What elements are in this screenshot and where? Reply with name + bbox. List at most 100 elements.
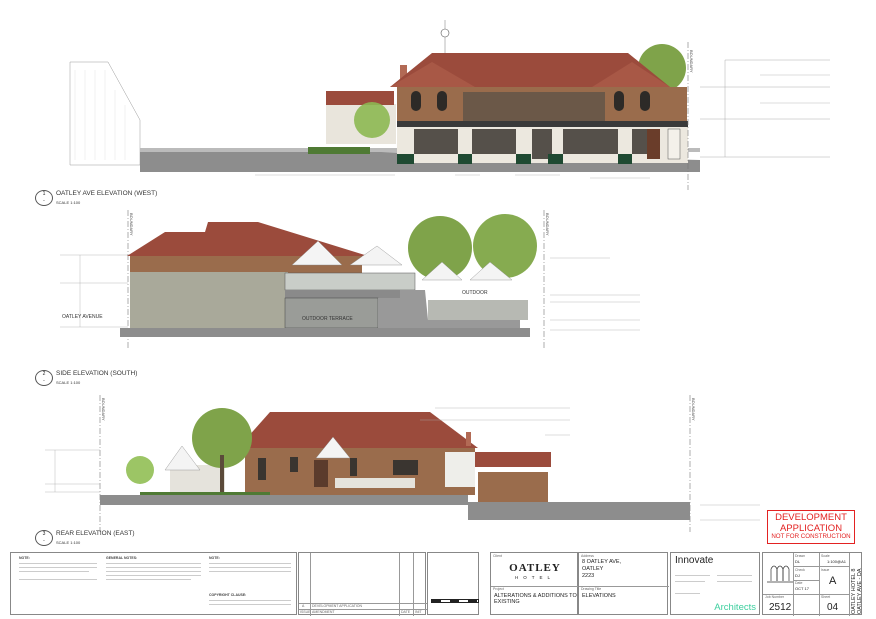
oatley-hotel-logo: OATLEY	[509, 562, 561, 574]
sheet-side-title: OATLEY HOTEL 8 OATLEY AVE - DA	[851, 568, 863, 614]
sheet-number: 04	[827, 602, 839, 613]
institute-logo-icon	[767, 565, 793, 583]
drawing-title-label: Drawing Title	[581, 587, 602, 591]
umbrella	[164, 445, 201, 471]
elevation-scale: SCALE 1:100	[56, 540, 81, 545]
note-text	[19, 567, 97, 568]
stamp-line: DEVELOPMENT	[775, 512, 847, 523]
revision-header: AMENDMENT	[312, 610, 335, 614]
issue-value: A	[829, 575, 837, 587]
note-text	[209, 604, 291, 605]
tree	[354, 102, 390, 138]
verandah-band	[397, 121, 688, 127]
elevation-marker: 3-	[35, 530, 53, 546]
tree	[408, 216, 472, 280]
windows	[258, 457, 418, 487]
note-text	[209, 563, 291, 564]
architect-panel: Innovate Architects	[670, 552, 760, 615]
boundary-label: BOUNDARY	[101, 398, 106, 421]
revisions-table: A DEVELOPMENT APPLICATION ISSUE AMENDMEN…	[298, 552, 427, 616]
firm-contact	[717, 581, 752, 582]
boundary-label: BOUNDARY	[691, 398, 696, 421]
umbrella	[315, 436, 351, 459]
scale-value: 1:100@A1	[827, 559, 846, 564]
glass-balustrade	[284, 272, 416, 291]
note-text	[106, 567, 201, 568]
shopfront-windows	[414, 128, 681, 160]
address-panel: Address 8 OATLEY AVE, OATLEY 2223 Drawin…	[578, 552, 669, 615]
elevation-title: SIDE ELEVATION (SOUTH)	[56, 370, 138, 377]
drawn-value: DL	[795, 559, 801, 564]
hedge	[308, 147, 370, 154]
hedge	[140, 492, 270, 496]
firm-sub: Architects	[714, 602, 756, 613]
note-text	[19, 571, 89, 572]
tree	[473, 214, 537, 278]
note-text	[106, 575, 201, 576]
revision-issue: A	[302, 604, 305, 608]
main-roof	[127, 222, 368, 256]
sheet-label: Sheet	[821, 595, 831, 599]
tree	[126, 456, 154, 484]
section-marker	[440, 28, 450, 38]
roof-hip	[390, 62, 475, 87]
notes-heading: NOTE:	[19, 556, 30, 560]
notes-panel: NOTE: GENERAL NOTES: NOTE: COPYRIGHT CLA…	[10, 552, 297, 615]
issue-label: Issue	[821, 568, 830, 572]
firm-contact	[717, 575, 752, 576]
date-label: Date	[795, 581, 803, 585]
annotation-leaders	[60, 254, 640, 331]
main-roof	[238, 412, 478, 448]
note-text	[209, 600, 291, 601]
elevation-number: 2	[42, 371, 46, 377]
upper-verandah	[463, 92, 605, 121]
umbrellas	[291, 240, 513, 281]
job-number: 2512	[769, 602, 792, 613]
elevation-marker: 1-	[35, 190, 53, 206]
stamp-line: NOT FOR CONSTRUCTION	[771, 533, 851, 540]
annex-upper	[445, 452, 475, 487]
firm-name: Innovate	[675, 555, 714, 566]
boundary-label: BOUNDARY	[129, 213, 134, 236]
west-elevation	[69, 20, 830, 190]
elevation-number: 3	[42, 531, 46, 537]
stamp-line: APPLICATION	[779, 523, 843, 534]
scale-bar-panel	[427, 552, 479, 615]
firm-contact	[675, 581, 705, 582]
address-label: Address	[581, 554, 594, 558]
elevation-marker: 2-	[35, 370, 53, 386]
elevation-number: 1	[42, 191, 46, 197]
chimney	[466, 432, 471, 446]
upper-terrace	[428, 300, 528, 320]
green-tiled-base	[397, 154, 632, 164]
scale-bar	[431, 599, 479, 603]
elevation-scale: SCALE 1:100	[56, 200, 81, 205]
deck-slab	[285, 290, 425, 298]
revision-header: ISSUE	[300, 610, 311, 614]
client-project-panel: Client OATLEY HOTEL Project ALTERATIONS …	[490, 552, 579, 615]
tree-trunk	[220, 455, 224, 495]
annex-roof	[475, 452, 551, 467]
arched-windows	[411, 91, 650, 111]
east-elevation	[45, 395, 760, 532]
neighbour-hatch	[74, 70, 126, 160]
tree	[192, 408, 252, 468]
drawing-title: ELEVATIONS	[582, 593, 616, 599]
address-line: 2223	[582, 573, 595, 579]
drawn-label: Drawn	[795, 554, 806, 558]
elevation-scale: SCALE 1:100	[56, 380, 81, 385]
outdoor-terrace-glazing	[284, 297, 379, 329]
note-text	[19, 563, 97, 564]
note-text	[209, 567, 291, 568]
south-elevation	[60, 210, 640, 350]
boundary-label: BOUNDARY	[689, 50, 694, 73]
rendered-wall	[130, 272, 288, 328]
job-number-label: Job Number	[765, 595, 785, 599]
note-text	[209, 571, 291, 572]
annotation-leaders	[255, 74, 830, 179]
note-text	[106, 579, 191, 580]
firm-contact	[675, 593, 700, 594]
note-text	[19, 579, 97, 580]
general-notes-heading: GENERAL NOTES:	[106, 556, 138, 560]
street-label: OATLEY AVENUE	[62, 314, 103, 320]
